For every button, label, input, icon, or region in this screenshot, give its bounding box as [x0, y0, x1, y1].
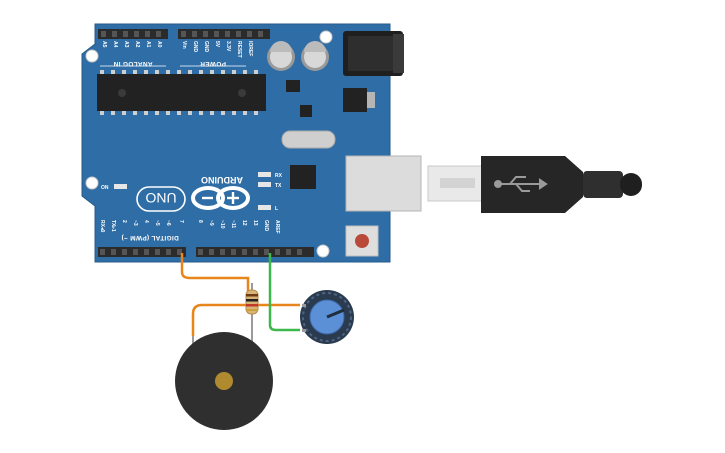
- digital-label: DIGITAL (PWM ~): [121, 234, 179, 241]
- atmega-chip[interactable]: [97, 70, 266, 115]
- arduino-brand-text: ARDUINO: [201, 175, 243, 185]
- potentiometer-pin: [302, 304, 306, 307]
- usb-chip: [290, 165, 316, 189]
- power-pin-labels: Vin GND GND 5V 3.3V RESET IOREF: [181, 41, 253, 58]
- power-label: POWER: [200, 60, 226, 67]
- digital-header-low[interactable]: [98, 247, 186, 257]
- pin-label: 12: [241, 220, 247, 226]
- pin-label: Vin: [181, 41, 187, 49]
- analog-header[interactable]: [98, 29, 168, 39]
- arduino-uno-board[interactable]: A5 A4 A3 A2 A1 A0 Vin GND GND 5V 3.3V RE…: [81, 23, 404, 263]
- green-wire-gnd[interactable]: [268, 253, 300, 332]
- pin-label: A3: [123, 41, 129, 48]
- pin-label: A2: [134, 41, 140, 48]
- top-header-sockets: [101, 31, 263, 37]
- orange-wire-buzzer[interactable]: [191, 303, 300, 336]
- pin-label: GND: [263, 220, 269, 232]
- usb-symbol-icon: [494, 176, 548, 192]
- pin-label: RX◂0: [99, 220, 105, 232]
- pin-label: TX▹1: [110, 220, 116, 232]
- piezo-buzzer[interactable]: [175, 318, 273, 430]
- pin-label: ~3: [132, 220, 138, 226]
- pin-label: ~9: [208, 220, 214, 226]
- capacitor: [301, 41, 329, 71]
- pin-label: IOREF: [247, 41, 253, 56]
- orange-wire-pin7[interactable]: [180, 253, 250, 292]
- on-led: [114, 184, 127, 189]
- pin-label: ~10: [219, 220, 225, 229]
- potentiometer[interactable]: [300, 290, 354, 344]
- bottom-header-sockets: [100, 249, 302, 255]
- pin-label: ~5: [154, 220, 160, 226]
- on-led-label: ON: [101, 185, 109, 191]
- rx-label: RX: [275, 173, 283, 179]
- usb-cable[interactable]: [345, 155, 642, 213]
- analog-pin-labels: A5 A4 A3 A2 A1 A0: [101, 41, 162, 48]
- potentiometer-pin: [302, 329, 306, 332]
- tx-led: [258, 182, 271, 187]
- rx-led: [258, 172, 271, 177]
- pin-label: ~11: [230, 220, 236, 228]
- voltage-regulator-tab: [367, 92, 375, 108]
- buzzer-center-icon: [215, 372, 233, 390]
- usb-cable-end: [620, 173, 642, 196]
- resistor-band: [246, 309, 258, 311]
- pin-label: 8: [197, 220, 203, 223]
- pin-label: 13: [252, 220, 258, 226]
- potentiometer-indicator: [326, 308, 345, 319]
- pin-label: GND: [203, 41, 209, 53]
- pin-label: A5: [101, 41, 107, 48]
- pin-label: 5V: [214, 41, 220, 48]
- crystal-oscillator: [281, 130, 336, 149]
- mounting-hole: [85, 176, 99, 190]
- smd-component: [300, 105, 312, 117]
- mounting-hole: [85, 49, 99, 63]
- pin-label: A0: [156, 41, 162, 48]
- power-header[interactable]: [178, 29, 270, 39]
- arduino-logo: [191, 186, 250, 210]
- l-led: [258, 205, 271, 210]
- capacitor: [267, 41, 295, 71]
- pin-label: A1: [145, 41, 151, 48]
- voltage-regulator: [343, 88, 367, 112]
- smd-component: [286, 80, 300, 92]
- l-label: L: [275, 206, 278, 212]
- power-jack[interactable]: [343, 31, 404, 76]
- usb-strain-relief: [583, 171, 623, 198]
- pin-label: 4: [143, 220, 149, 223]
- tx-label: TX: [275, 183, 282, 189]
- mounting-hole: [319, 30, 333, 44]
- usb-port: [345, 155, 422, 212]
- pin-label: 3.3V: [225, 41, 231, 52]
- digital-pin-labels: RX◂0 TX▹1 2 ~3 4 ~5 ~6 7 8 ~9 ~10 ~11 12…: [99, 220, 280, 234]
- pin-label: RESET: [236, 41, 242, 58]
- mounting-hole: [316, 244, 330, 258]
- reset-button[interactable]: [345, 225, 379, 257]
- resistor-band: [246, 299, 258, 302]
- usb-plug-slot: [440, 178, 475, 188]
- pin-label: ~6: [165, 220, 171, 226]
- uno-badge: UNO: [136, 186, 186, 212]
- pin-label: 2: [121, 220, 127, 223]
- uno-text: UNO: [145, 190, 176, 206]
- resistor[interactable]: [245, 283, 259, 318]
- resistor-band: [246, 304, 258, 307]
- pin-label: AREF: [274, 220, 280, 234]
- resistor-band: [246, 294, 258, 297]
- analog-in-label: ANALOG IN: [113, 60, 152, 67]
- pin-label: A4: [112, 41, 118, 48]
- pin-label: 7: [178, 220, 184, 223]
- pin-label: GND: [192, 41, 198, 53]
